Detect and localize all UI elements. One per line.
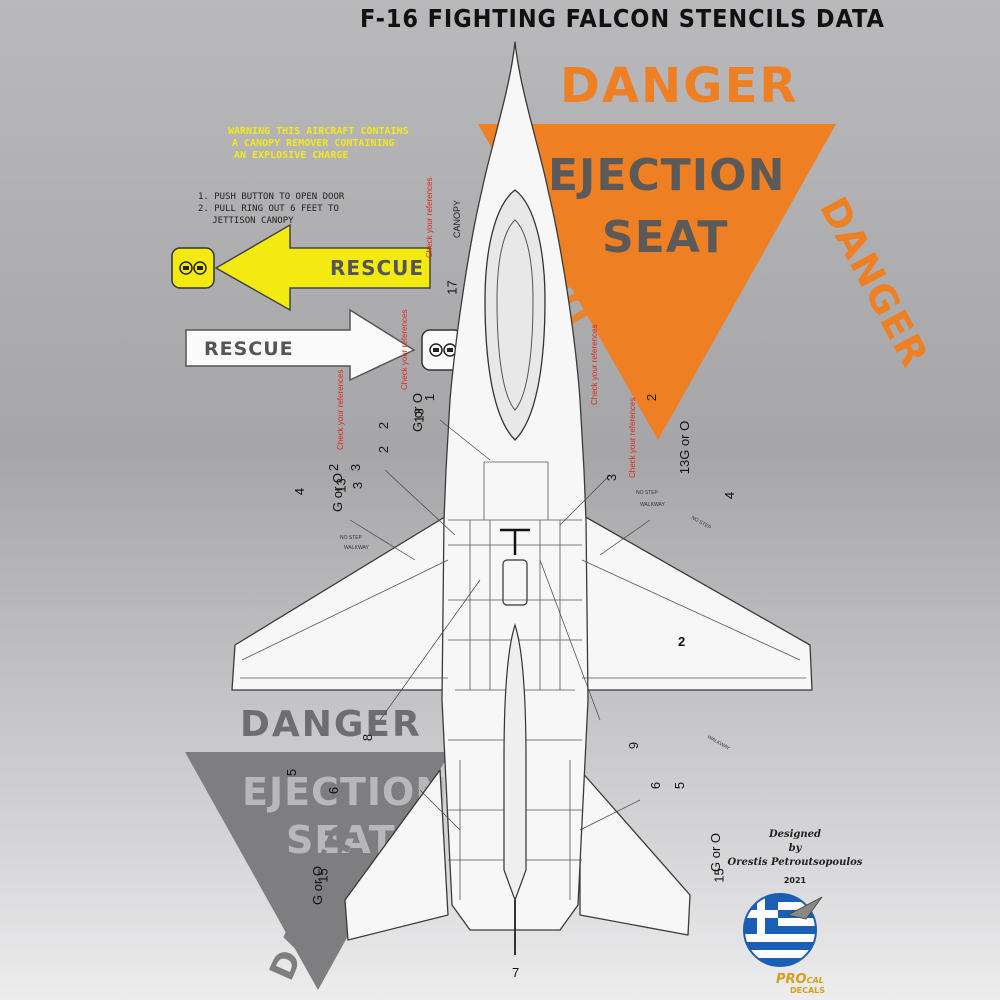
check-references-note-1: Check your references <box>425 177 434 258</box>
label-13-left: 13 <box>333 478 349 493</box>
label-2-left-lower: 2 <box>376 445 392 454</box>
instruction-line-3: JETTISON CANOPY <box>196 216 294 226</box>
instruction-line-2: 2. PULL RING OUT 6 FEET TO <box>198 204 339 214</box>
label-5-right: 5 <box>672 781 688 790</box>
rescue-label-yellow: RESCUE <box>330 256 425 280</box>
brand-pro: PROCAL <box>776 972 824 987</box>
year-label: 2021 <box>783 876 807 885</box>
label-6-right: 6 <box>648 781 664 790</box>
label-13-left-upper: 13 <box>411 408 427 423</box>
check-references-note-4: Check your references <box>590 324 599 405</box>
label-5-left: 5 <box>284 768 300 777</box>
label-2-right: 2 <box>644 393 660 402</box>
no-step-stencil-left: NO STEP <box>340 535 362 541</box>
brand-pro-text: PRO <box>776 972 807 987</box>
brand-cal-text: CAL <box>806 976 824 985</box>
canopy-label: CANOPY <box>452 199 462 238</box>
procal-decals-logo <box>743 893 823 967</box>
instruction-line-1: 1. PUSH BUTTON TO OPEN DOOR <box>198 192 345 202</box>
label-3-left: 3 <box>348 463 364 472</box>
label-4-right: 4 <box>722 491 738 500</box>
by-label: by <box>788 843 802 854</box>
label-9: 9 <box>626 741 642 750</box>
sheet-title: F-16 FIGHTING FALCON STENCILS DATA <box>360 4 885 33</box>
warning-line-2: A CANOPY REMOVER CONTAINING <box>232 138 395 149</box>
danger-label-top: DANGER <box>560 58 799 114</box>
label-3-left-lower: 3 <box>350 481 366 490</box>
designer-name: Orestis Petroutsopoulos <box>727 857 863 868</box>
seat-label-grey: SEAT <box>286 818 396 862</box>
label-17: 17 <box>444 280 460 295</box>
label-8: 8 <box>360 733 376 742</box>
warning-line-1: WARNING THIS AIRCRAFT CONTAINS <box>228 126 409 137</box>
label-13g-or-o-right: 13G or O <box>677 420 693 475</box>
check-references-note-3: Check your references <box>336 369 345 450</box>
ejection-label: EJECTION <box>548 150 786 201</box>
label-2-far-left: 2 <box>326 463 342 472</box>
warning-line-3: AN EXPLOSIVE CHARGE <box>234 150 349 161</box>
walkway-stencil-left: WALKWAY <box>344 545 369 551</box>
label-6-left: 6 <box>326 786 342 795</box>
check-references-note-2: Check your references <box>400 309 409 390</box>
no-step-stencil-right: NO STEP <box>636 490 658 496</box>
designer-credit: Designed by Orestis Petroutsopoulos 2021 <box>728 828 863 885</box>
label-4-left: 4 <box>292 487 308 496</box>
label-15-bottom-left: 15 <box>315 868 331 883</box>
label-3-right: 3 <box>604 473 620 482</box>
check-references-note-5: Check your references <box>628 397 637 478</box>
rescue-label-white: RESCUE <box>204 338 294 360</box>
label-1: 1 <box>422 393 438 402</box>
walkway-stencil-right: WALKWAY <box>640 502 665 508</box>
label-7: 7 <box>512 965 520 980</box>
brand-decals-text: DECALS <box>790 986 826 995</box>
label-15-bottom-right: 15 <box>711 868 727 883</box>
designed-label: Designed <box>768 829 822 840</box>
label-2-wing-right: 2 <box>678 634 686 649</box>
label-2-left: 2 <box>376 421 392 430</box>
seat-label: SEAT <box>602 212 729 263</box>
danger-label-grey: DANGER <box>240 704 422 745</box>
